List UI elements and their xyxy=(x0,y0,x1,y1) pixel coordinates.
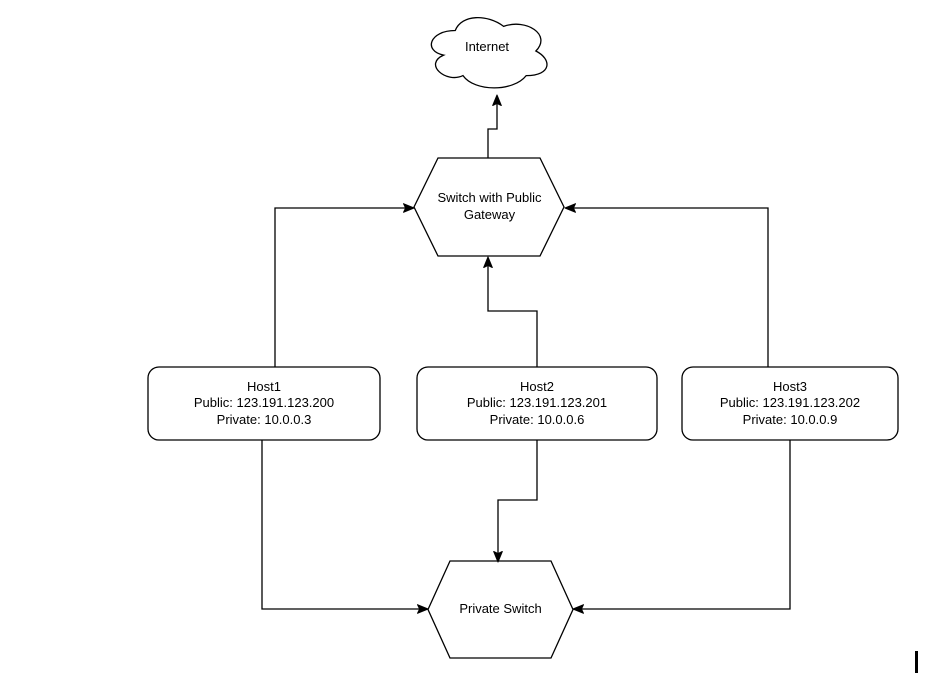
host2-box-shape[interactable] xyxy=(416,366,658,441)
host1-box-shape[interactable] xyxy=(147,366,381,441)
internet-cloud-shape[interactable] xyxy=(430,17,548,89)
arrowhead xyxy=(403,203,415,213)
arrowhead xyxy=(492,94,502,106)
edge-public-switch-to-internet[interactable] xyxy=(487,94,502,158)
arrowhead xyxy=(483,256,493,268)
private-switch-hexagon-shape[interactable] xyxy=(427,560,574,659)
edge-host2-to-public-switch[interactable] xyxy=(483,256,538,367)
public-switch-hexagon-shape[interactable] xyxy=(413,157,565,257)
arrowhead xyxy=(417,604,429,614)
edge-host3-to-private-switch[interactable] xyxy=(572,440,791,614)
arrowhead xyxy=(564,203,576,213)
arrowhead xyxy=(572,604,584,614)
edge-host2-to-private-switch[interactable] xyxy=(493,440,538,563)
edge-host3-to-public-switch[interactable] xyxy=(564,203,769,367)
arrowhead xyxy=(493,551,503,563)
edge-host1-to-private-switch[interactable] xyxy=(261,440,429,614)
host3-box-shape[interactable] xyxy=(681,366,899,441)
text-cursor xyxy=(915,651,918,673)
edge-host1-to-public-switch[interactable] xyxy=(274,203,415,367)
